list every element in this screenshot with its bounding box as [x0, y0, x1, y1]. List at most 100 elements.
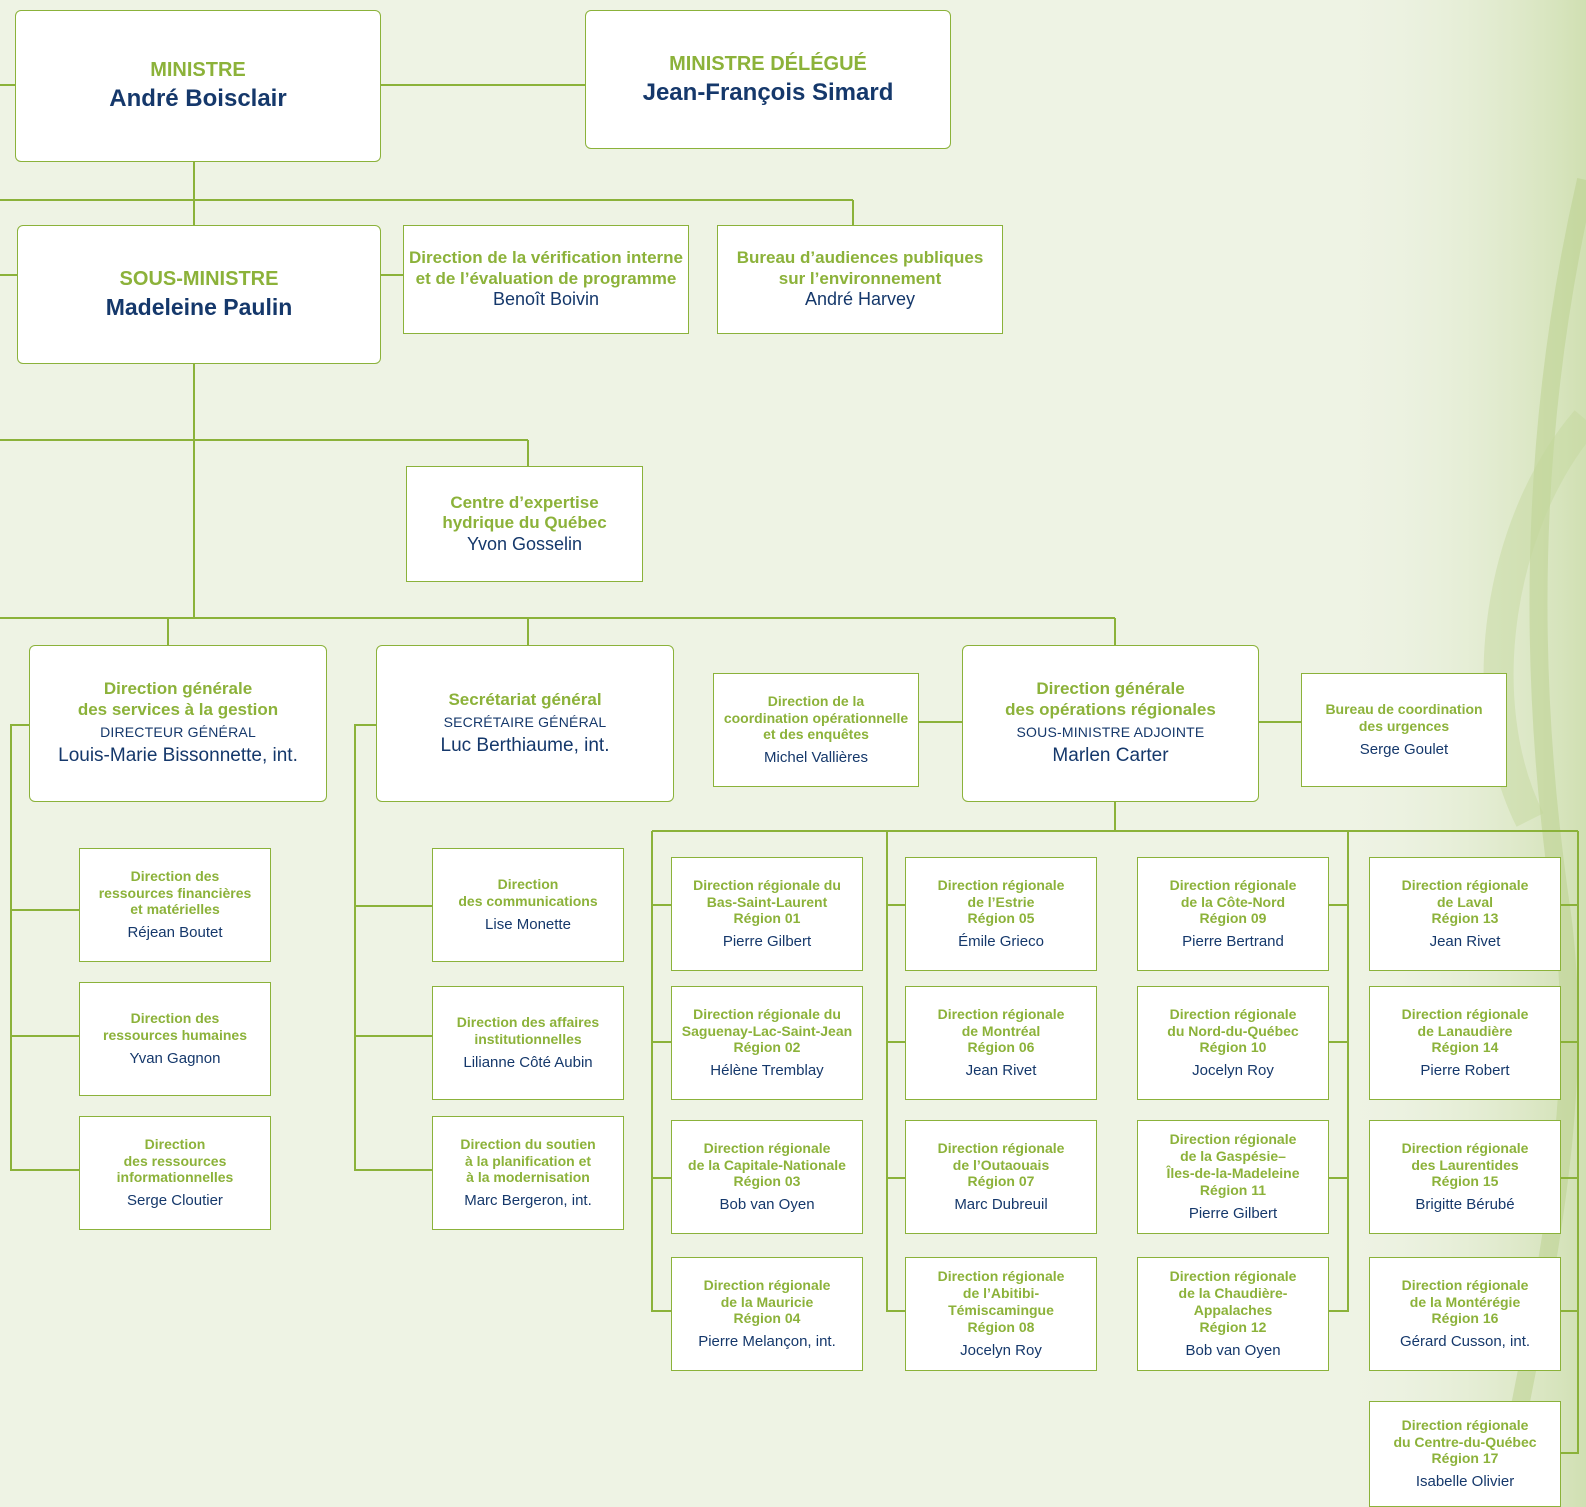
verification-box: Direction de la vérification interne et … — [403, 225, 689, 334]
region-name: Bob van Oyen — [1185, 1341, 1281, 1359]
region-box: Direction régionale de Montréal Région 0… — [905, 986, 1097, 1100]
bape-name: André Harvey — [804, 289, 916, 310]
region-box: Direction régionale de l’Outaouais Régio… — [905, 1120, 1097, 1234]
dgsg-box: Direction générale des services à la ges… — [29, 645, 327, 802]
dgsg-title: Direction générale des services à la ges… — [77, 679, 279, 719]
ministre-name: André Boisclair — [109, 85, 287, 113]
region-name: Gérard Cusson, int. — [1399, 1333, 1531, 1351]
sg-unit: Direction des affaires institutionnelles… — [432, 986, 624, 1100]
region-box: Direction régionale de la Montérégie Rég… — [1369, 1257, 1561, 1371]
unit-name: Lilianne Côté Aubin — [463, 1053, 593, 1071]
unit-name: Serge Cloutier — [127, 1192, 223, 1210]
region-title: Direction régionale du Saguenay-Lac-Sain… — [681, 1005, 853, 1056]
region-title: Direction régionale du Centre-du-Québec … — [1393, 1416, 1537, 1467]
region-name: Brigitte Bérubé — [1415, 1196, 1515, 1214]
coordination-box: Direction de la coordination opérationne… — [713, 673, 919, 787]
secretariat-name: Luc Berthiaume, int. — [440, 734, 610, 756]
region-name: Jean Rivet — [965, 1062, 1037, 1080]
bape-title: Bureau d’audiences publiques sur l’envir… — [736, 248, 984, 288]
region-name: Pierre Robert — [1420, 1062, 1510, 1080]
region-box: Direction régionale de l’Abitibi-Témisca… — [905, 1257, 1097, 1371]
sous-ministre-title: SOUS-MINISTRE — [119, 268, 279, 291]
secretariat-box: Secrétariat général SECRÉTAIRE GÉNÉRAL L… — [376, 645, 674, 802]
region-name: Pierre Gilbert — [1188, 1204, 1278, 1222]
region-title: Direction régionale de la Gaspésie– Îles… — [1166, 1131, 1300, 1198]
region-box: Direction régionale du Saguenay-Lac-Sain… — [671, 986, 863, 1100]
region-box: Direction régionale de la Côte-Nord Régi… — [1137, 857, 1329, 971]
unit-title: Direction des ressources informationnell… — [116, 1135, 234, 1186]
bape-box: Bureau d’audiences publiques sur l’envir… — [717, 225, 1003, 334]
coordination-title: Direction de la coordination opérationne… — [723, 692, 909, 743]
region-name: Jocelyn Roy — [960, 1341, 1042, 1359]
region-box: Direction régionale de la Capitale-Natio… — [671, 1120, 863, 1234]
region-box: Direction régionale de Laval Région 13 J… — [1369, 857, 1561, 971]
sg-unit: Direction du soutien à la planification … — [432, 1116, 624, 1230]
dgor-name: Marlen Carter — [1052, 744, 1169, 766]
region-name: Jean Rivet — [1429, 933, 1501, 951]
ministre-title: MINISTRE — [150, 59, 246, 82]
region-title: Direction régionale de Laval Région 13 — [1401, 876, 1529, 927]
region-name: Isabelle Olivier — [1415, 1473, 1515, 1491]
region-box: Direction régionale de l’Estrie Région 0… — [905, 857, 1097, 971]
urgences-title: Bureau de coordination des urgences — [1325, 701, 1483, 734]
region-title: Direction régionale de la Chaudière-Appa… — [1169, 1268, 1297, 1335]
unit-title: Direction des affaires institutionnelles — [456, 1014, 600, 1047]
region-box: Direction régionale de la Chaudière-Appa… — [1137, 1257, 1329, 1371]
coordination-name: Michel Vallières — [764, 749, 868, 767]
ministre-delegue-box: MINISTRE DÉLÉGUÉ Jean-François Simard — [585, 10, 951, 149]
region-box: Direction régionale de la Gaspésie– Îles… — [1137, 1120, 1329, 1234]
secretariat-title: Secrétariat général — [448, 689, 602, 709]
dgor-box: Direction générale des opérations région… — [962, 645, 1259, 802]
unit-name: Lise Monette — [485, 915, 571, 933]
sous-ministre-box: SOUS-MINISTRE Madeleine Paulin — [17, 225, 381, 364]
region-name: Pierre Gilbert — [722, 933, 812, 951]
cehq-name: Yvon Gosselin — [466, 533, 583, 554]
region-title: Direction régionale de la Capitale-Natio… — [688, 1139, 846, 1190]
ministre-delegue-name: Jean-François Simard — [642, 78, 894, 106]
urgences-box: Bureau de coordination des urgences Serg… — [1301, 673, 1507, 787]
region-title: Direction régionale du Bas-Saint-Laurent… — [693, 876, 841, 927]
cehq-title: Centre d’expertise hydrique du Québec — [442, 492, 607, 533]
unit-title: Direction des communications — [458, 876, 598, 909]
region-title: Direction régionale de Lanaudière Région… — [1401, 1005, 1529, 1056]
region-title: Direction régionale de la Côte-Nord Régi… — [1169, 876, 1297, 927]
unit-name: Réjean Boutet — [127, 924, 223, 942]
region-name: Hélène Tremblay — [710, 1062, 824, 1080]
region-name: Marc Dubreuil — [954, 1196, 1048, 1214]
dgor-title: Direction générale des opérations région… — [1005, 679, 1216, 719]
region-box: Direction régionale de Lanaudière Région… — [1369, 986, 1561, 1100]
dgor-role: SOUS-MINISTRE ADJOINTE — [1016, 724, 1205, 741]
unit-name: Marc Bergeron, int. — [464, 1192, 592, 1210]
sous-ministre-name: Madeleine Paulin — [105, 294, 293, 321]
region-title: Direction régionale du Nord-du-Québec Ré… — [1167, 1005, 1299, 1056]
region-title: Direction régionale de l’Estrie Région 0… — [937, 876, 1065, 927]
region-title: Direction régionale de la Montérégie Rég… — [1401, 1276, 1529, 1327]
verification-name: Benoît Boivin — [492, 289, 600, 310]
ministre-delegue-title: MINISTRE DÉLÉGUÉ — [669, 52, 867, 75]
region-name: Émile Grieco — [958, 933, 1044, 951]
unit-name: Yvan Gagnon — [129, 1049, 221, 1067]
unit-title: Direction des ressources humaines — [103, 1010, 247, 1043]
sg-unit: Direction des communications Lise Monett… — [432, 848, 624, 962]
region-title: Direction régionale de l’Outaouais Régio… — [937, 1139, 1065, 1190]
region-box: Direction régionale du Bas-Saint-Laurent… — [671, 857, 863, 971]
region-name: Jocelyn Roy — [1192, 1062, 1274, 1080]
region-title: Direction régionale de l’Abitibi-Témisca… — [937, 1268, 1065, 1335]
region-name: Pierre Bertrand — [1182, 933, 1284, 951]
region-name: Bob van Oyen — [719, 1196, 815, 1214]
secretariat-role: SECRÉTAIRE GÉNÉRAL — [443, 713, 607, 730]
verification-title: Direction de la vérification interne et … — [409, 248, 683, 288]
unit-title: Direction des ressources financières et … — [98, 867, 252, 918]
region-box: Direction régionale du Nord-du-Québec Ré… — [1137, 986, 1329, 1100]
dgsg-unit: Direction des ressources informationnell… — [79, 1116, 271, 1230]
cehq-box: Centre d’expertise hydrique du Québec Yv… — [406, 466, 643, 582]
dgsg-unit: Direction des ressources humaines Yvan G… — [79, 982, 271, 1096]
urgences-name: Serge Goulet — [1359, 740, 1449, 758]
dgsg-name: Louis-Marie Bissonnette, int. — [58, 744, 298, 766]
region-box: Direction régionale des Laurentides Régi… — [1369, 1120, 1561, 1234]
region-title: Direction régionale des Laurentides Régi… — [1401, 1139, 1529, 1190]
dgsg-role: DIRECTEUR GÉNÉRAL — [100, 724, 256, 741]
region-title: Direction régionale de Montréal Région 0… — [937, 1005, 1065, 1056]
region-name: Pierre Melançon, int. — [698, 1333, 836, 1351]
